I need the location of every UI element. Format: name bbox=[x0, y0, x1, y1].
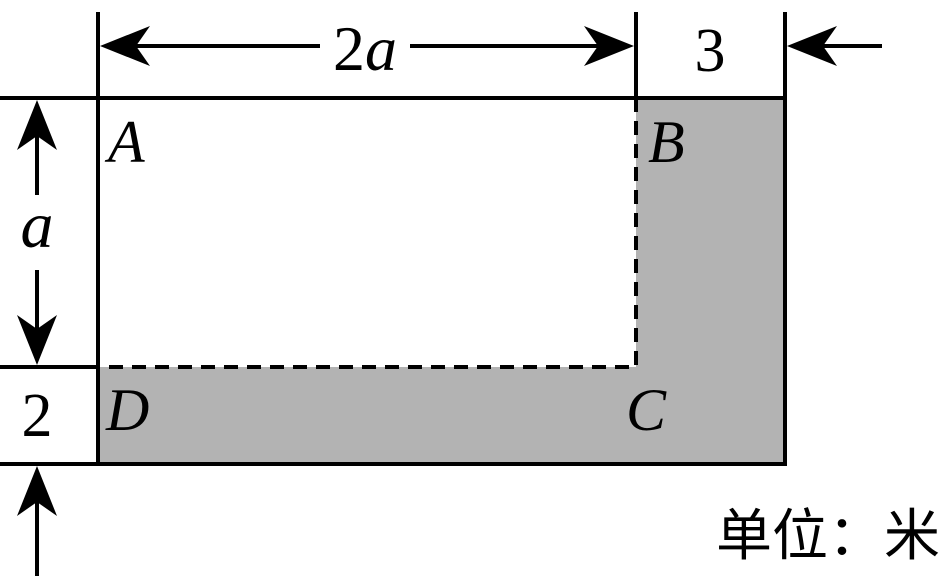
dim-label-2a: 2a bbox=[333, 13, 397, 84]
unit-label: 单位：米 bbox=[716, 504, 940, 569]
vertex-label-a: A bbox=[104, 109, 145, 175]
arrow-left-icon bbox=[100, 26, 150, 66]
shaded-path-region bbox=[98, 98, 785, 464]
vertex-label-c: C bbox=[626, 377, 667, 443]
arrow-left-icon-outer bbox=[787, 26, 837, 66]
vertex-label-b: B bbox=[648, 109, 685, 175]
vertex-label-d: D bbox=[105, 377, 149, 443]
arrow-up-icon bbox=[17, 100, 57, 150]
arrow-right-icon bbox=[584, 26, 634, 66]
dim-label-a: a bbox=[21, 189, 54, 262]
arrow-up-icon-outer bbox=[17, 466, 57, 516]
dim-label-2: 2 bbox=[22, 382, 53, 450]
dim-label-3: 3 bbox=[695, 17, 726, 85]
outer-boundary bbox=[96, 96, 787, 466]
inner-dashed-boundary bbox=[98, 98, 638, 369]
arrow-down-icon bbox=[17, 315, 57, 365]
